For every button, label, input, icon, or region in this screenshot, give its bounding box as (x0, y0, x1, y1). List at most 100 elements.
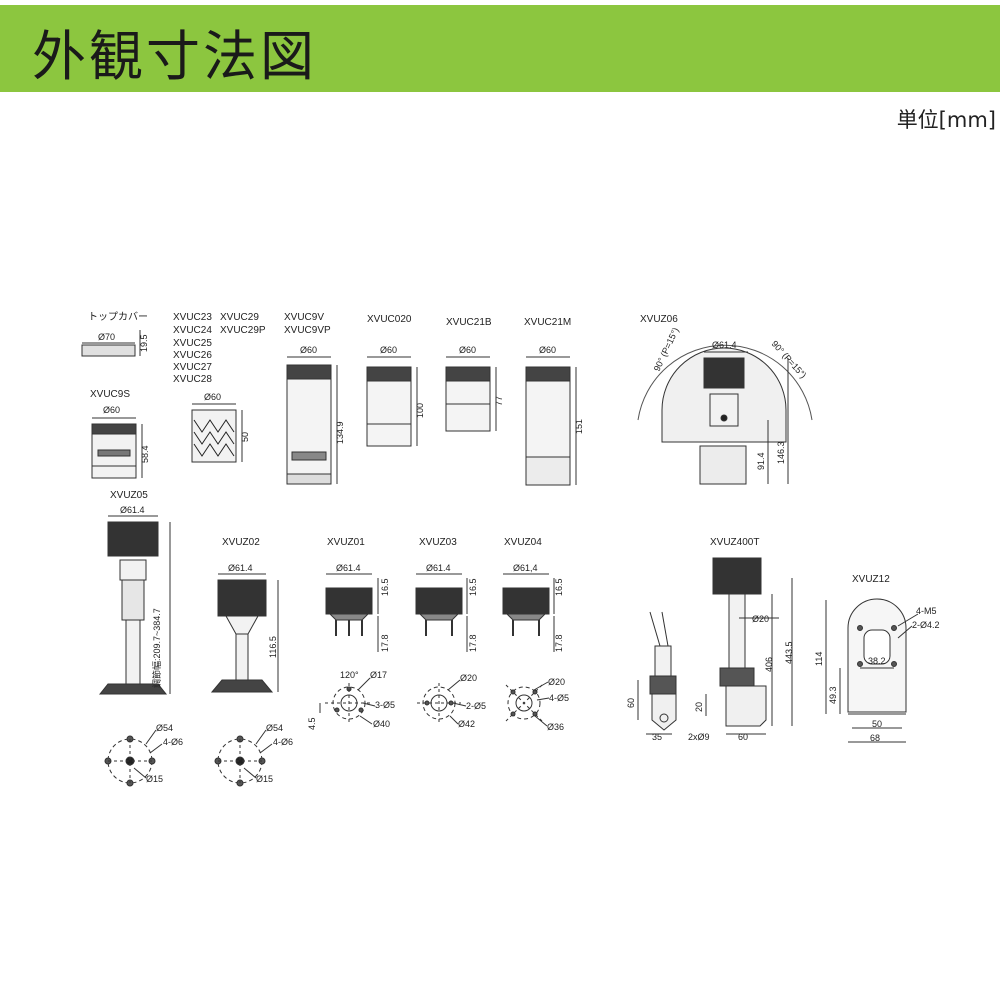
dim-xvuc23-dia: Ø60 (204, 392, 221, 402)
dim-xvuz02-holes: 4-Ø6 (273, 737, 293, 747)
model-label-xvuz02: XVUZ02 (222, 537, 260, 548)
dim-xvuz01-d40: Ø40 (373, 719, 390, 729)
dim-xvuz12-w38-2: 38.2 (868, 656, 886, 666)
dim-xvuz400t-d20: Ø20 (752, 614, 769, 624)
dim-xvuz01-d17: Ø17 (370, 670, 387, 680)
dim-top-cover-height: 19.5 (139, 334, 149, 352)
dim-xvuc23-height: 50 (240, 432, 250, 442)
dim-xvuz01-h16-5: 16.5 (380, 578, 390, 596)
dim-xvuz04-holes: 4-Ø5 (549, 693, 569, 703)
xvuz02-drawing: XVUZ02 Ø61.4 116.5 (210, 537, 279, 693)
xvuz05-drawing: XVUZ05 Ø61.4 調節幅:209.7~384.7 (98, 490, 171, 695)
dim-xvuz01-h17-8: 17.8 (380, 634, 390, 652)
dim-xvuz05-d54: Ø54 (156, 723, 173, 733)
dim-xvuz06-dia: Ø61.4 (712, 340, 737, 350)
xvuz04-bottom-view: Ø20 4-Ø5 Ø36 (505, 677, 569, 732)
dim-xvuz06-height-total: 146.3 (776, 441, 786, 464)
xvuz01-bottom-view: 120° Ø17 3-Ø5 Ø40 4.5 (307, 670, 395, 730)
dim-xvuc020-height: 100 (415, 403, 425, 418)
dim-xvuz400t-h20: 20 (694, 702, 704, 712)
model-label-xvuc24: XVUC24 (173, 325, 212, 336)
model-label-xvuz03: XVUZ03 (419, 537, 457, 548)
xvuz06-drawing: XVUZ06 Ø61.4 90° (P=15°) 90° (P=15°) 91.… (637, 314, 813, 485)
dim-xvuz12-w50: 50 (872, 719, 882, 729)
model-label-xvuz04: XVUZ04 (504, 537, 542, 548)
dim-xvuz400t-h443-5: 443.5 (784, 641, 794, 664)
title-banner (0, 5, 1000, 92)
model-label-xvuz01: XVUZ01 (327, 537, 365, 548)
page-title: 外観寸法図 (32, 25, 317, 88)
model-label-xvuc9vp: XVUC9VP (284, 325, 331, 336)
xvuc21b-drawing: XVUC21B Ø60 77 (445, 317, 504, 432)
xvuz05-bottom-view: Ø54 4-Ø6 Ø15 (104, 723, 183, 787)
dim-xvuz04-d20: Ø20 (548, 677, 565, 687)
dim-xvuz12-d4-2: 2-Ø4.2 (912, 620, 940, 630)
dim-xvuz03-holes: 2-Ø5 (466, 701, 486, 711)
dim-xvuz05-adjust: 調節幅:209.7~384.7 (151, 608, 162, 688)
dim-top-cover-dia: Ø70 (98, 332, 115, 342)
dim-xvuz12-m5: 4-M5 (916, 606, 937, 616)
dim-xvuz06-height-short: 91.4 (756, 452, 766, 470)
dim-xvuz03-d42: Ø42 (458, 719, 475, 729)
dim-xvuz02-d54: Ø54 (266, 723, 283, 733)
xvuc23-28-drawing: XVUC23 XVUC24 XVUC25 XVUC26 XVUC27 XVUC2… (173, 312, 266, 463)
dim-xvuz04-d36: Ø36 (547, 722, 564, 732)
top-cover-label: トップカバー (88, 311, 148, 323)
dim-xvuz03-h16-5: 16.5 (468, 578, 478, 596)
model-label-xvuc9v: XVUC9V (284, 312, 324, 323)
dim-xvuz05-dia: Ø61.4 (120, 505, 145, 515)
model-label-xvuc26: XVUC26 (173, 350, 212, 361)
model-label-xvuc020: XVUC020 (367, 314, 412, 325)
dim-xvuz01-angle: 120° (340, 670, 359, 680)
dim-xvuc020-dia: Ø60 (380, 345, 397, 355)
dim-xvuz400t-w60: 60 (738, 732, 748, 742)
model-label-xvuc28: XVUC28 (173, 374, 212, 385)
dim-xvuz01-h4-5: 4.5 (307, 717, 317, 730)
dim-xvuz04-h16-5: 16.5 (554, 578, 564, 596)
dim-xvuz400t-h60: 60 (626, 698, 636, 708)
xvuz12-drawing: XVUZ12 38.2 4-M5 2-Ø4.2 114 49.3 50 68 (814, 574, 940, 743)
model-label-xvuc29p: XVUC29P (220, 325, 266, 336)
dim-xvuc21m-dia: Ø60 (539, 345, 556, 355)
xvuc21m-drawing: XVUC21M Ø60 151 (524, 317, 584, 486)
model-label-xvuc21b: XVUC21B (446, 317, 492, 328)
dim-xvuz400t-holes: 2xØ9 (688, 732, 710, 742)
dim-xvuz01-dia: Ø61.4 (336, 563, 361, 573)
dim-xvuz04-h17-8: 17.8 (554, 634, 564, 652)
dim-xvuc9v-height: 134.9 (335, 421, 345, 444)
dim-xvuz05-holes: 4-Ø6 (163, 737, 183, 747)
model-label-xvuc25: XVUC25 (173, 338, 212, 349)
xvuz01-drawing: XVUZ01 Ø61.4 16.5 17.8 (325, 537, 390, 652)
top-cover-drawing: トップカバー Ø70 19.5 (81, 311, 149, 357)
dim-xvuz02-d15: Ø15 (256, 774, 273, 784)
xvuz02-bottom-view: Ø54 4-Ø6 Ø15 (214, 723, 293, 787)
model-label-xvuc29: XVUC29 (220, 312, 259, 323)
dim-xvuz03-dia: Ø61.4 (426, 563, 451, 573)
xvuc9v-drawing: XVUC9V XVUC9VP Ø60 134.9 (284, 312, 345, 485)
xvuc020-drawing: XVUC020 Ø60 100 (366, 314, 425, 447)
dim-xvuz03-h17-8: 17.8 (468, 634, 478, 652)
dim-xvuz06-angle-right: 90° (P=15°) (770, 339, 809, 381)
model-label-xvuz400t: XVUZ400T (710, 537, 759, 548)
xvuz04-drawing: XVUZ04 Ø61,4 16.5 17.8 (502, 537, 564, 652)
dim-xvuz06-angle-left: 90° (P=15°) (652, 326, 681, 373)
xvuc9s-label: XVUC9S (90, 389, 130, 400)
model-label-xvuc27: XVUC27 (173, 362, 212, 373)
dim-xvuz01-holes: 3-Ø5 (375, 700, 395, 710)
unit-label: 単位[mm] (896, 108, 996, 132)
dim-xvuz02-height: 116.5 (268, 636, 278, 658)
dim-xvuz02-dia: Ø61.4 (228, 563, 253, 573)
model-label-xvuz05: XVUZ05 (110, 490, 148, 501)
xvuc9s-drawing: XVUC9S Ø60 58.4 (90, 389, 150, 479)
dim-xvuz400t-h406: 406 (764, 657, 774, 672)
xvuz03-drawing: XVUZ03 Ø61.4 16.5 17.8 (415, 537, 478, 652)
model-label-xvuz06: XVUZ06 (640, 314, 678, 325)
dim-xvuz12-h114: 114 (814, 652, 824, 666)
dim-xvuc9v-dia: Ø60 (300, 345, 317, 355)
dim-xvuc9s-height: 58.4 (140, 445, 150, 463)
dim-xvuz03-d20: Ø20 (460, 673, 477, 683)
dim-xvuz04-dia: Ø61,4 (513, 563, 538, 573)
model-label-xvuc21m: XVUC21M (524, 317, 571, 328)
model-label-xvuc23: XVUC23 (173, 312, 212, 323)
